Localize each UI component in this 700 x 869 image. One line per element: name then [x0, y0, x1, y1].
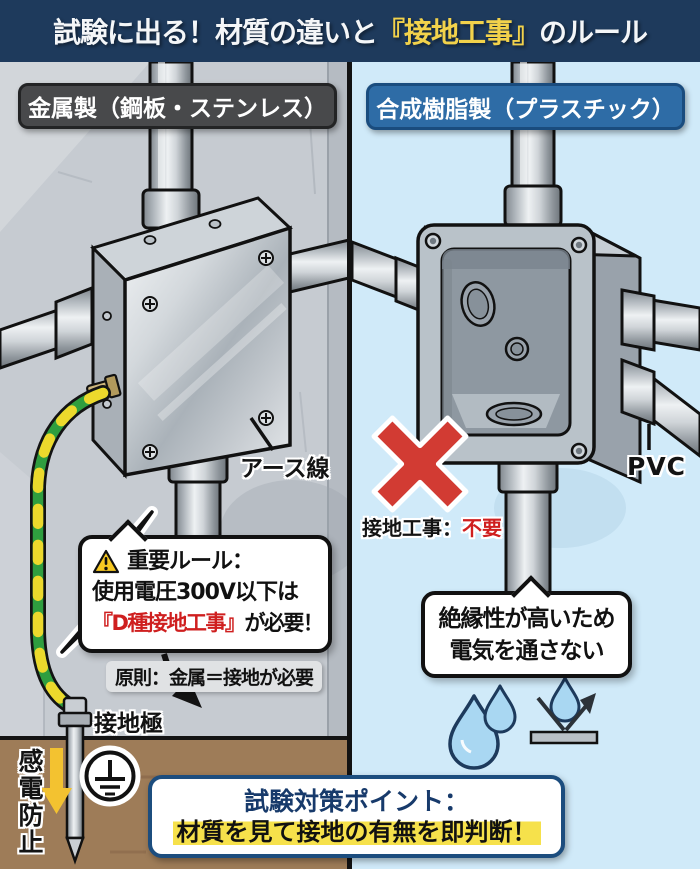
page-title: 試験に出る！材質の違いと『接地工事』のルール: [52, 11, 648, 51]
insulation-line2: 電気を通さない: [449, 637, 605, 664]
grounding-not-required-label: 接地工事：不要: [362, 512, 502, 541]
screw-icon: [142, 250, 274, 460]
panel-divider: [347, 62, 352, 869]
ground-rod: [57, 696, 93, 865]
earth-wire-label: アース線: [240, 456, 330, 482]
title-highlight: 『接地工事』: [376, 16, 540, 49]
resin-panel-label-text: 合成樹脂製（プラスチック）: [376, 96, 675, 123]
page-title-banner: 試験に出る！材質の違いと『接地工事』のルール: [0, 0, 700, 62]
plastic-junction-box: [416, 223, 642, 485]
illustration: [0, 62, 700, 869]
red-x-icon: [371, 415, 469, 513]
insulation-line1: 絶縁性が高いため: [438, 605, 616, 632]
warning-line1: 使用電圧300V以下は: [92, 580, 299, 605]
water-drop-icons: [448, 684, 517, 770]
grounding-prefix: 接地工事：: [362, 516, 462, 540]
warning-icon: [92, 549, 120, 574]
pvc-conduit-pipes-right: [620, 288, 700, 458]
title-prefix: 試験に出る！材質の違いと: [52, 16, 378, 49]
principle-note: 原則：金属＝接地が必要: [106, 661, 322, 692]
earth-symbol-icon: [79, 745, 141, 807]
insulation-callout: 絶縁性が高いため 電気を通さない: [421, 575, 632, 678]
warning-title: 重要ルール：: [127, 549, 254, 574]
pvc-label: PVC: [627, 452, 687, 481]
shock-prevention-label: 感電防止: [15, 748, 44, 856]
metal-panel-label-text: 金属製（鋼板・ステンレス）: [28, 96, 327, 122]
earth-wire: [30, 385, 111, 716]
exam-point-box: 試験対策ポイント： 材質を見て接地の有無を即判断！: [148, 775, 565, 858]
metal-junction-box: [86, 196, 293, 479]
metal-panel-label: 金属製（鋼板・ステンレス）: [18, 83, 337, 129]
shock-arrow-icon: [41, 748, 72, 814]
resin-panel-label: 合成樹脂製（プラスチック）: [366, 83, 685, 130]
warning-term: 『D種接地工事』: [92, 611, 246, 635]
grounding-value: 不要: [462, 516, 502, 540]
exam-point-title: 試験対策ポイント：: [243, 786, 469, 816]
knockout-holes: [460, 281, 543, 427]
title-suffix: のルール: [539, 16, 648, 49]
important-rule-callout: 重要ルール： 使用電圧300V以下は 『D種接地工事』が必要！: [78, 519, 332, 653]
warning-line2-rest: が必要！: [244, 611, 324, 635]
exam-point-text: 材質を見て接地の有無を即判断！: [172, 817, 541, 846]
earth-wire-leader-line: [249, 417, 275, 451]
water-repellent-icon: [529, 676, 599, 745]
ground-electrode-label: 接地極: [94, 711, 163, 737]
